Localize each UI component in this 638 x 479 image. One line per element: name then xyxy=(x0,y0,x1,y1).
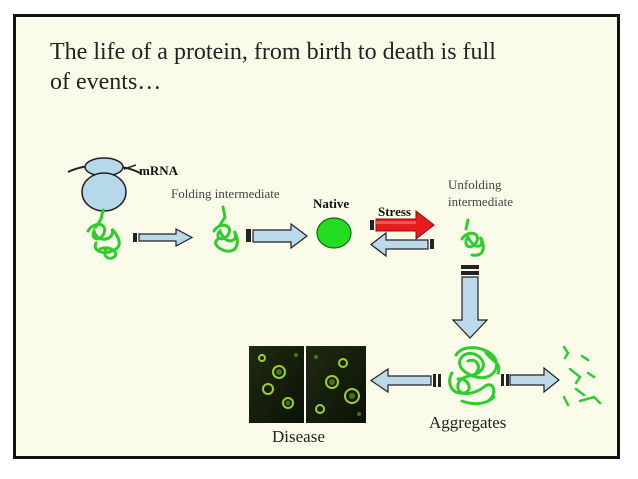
arrow-to-aggregates xyxy=(451,265,489,339)
arrow-to-fragments xyxy=(501,366,560,394)
mrna-label: mRNA xyxy=(139,163,178,178)
aggregates-icon xyxy=(448,346,501,406)
slide-frame: The life of a protein, from birth to dea… xyxy=(13,14,620,459)
disease-label: Disease xyxy=(272,427,325,446)
slide-title-line-2: of events… xyxy=(50,69,162,95)
arrow-to-folding-intermediate xyxy=(133,228,194,247)
native-protein-icon xyxy=(316,217,352,249)
folding-intermediate-label: Folding intermediate xyxy=(171,186,280,201)
aggregates-label: Aggregates xyxy=(429,413,507,432)
stress-label: Stress xyxy=(378,204,411,219)
nascent-protein-icon xyxy=(86,208,121,260)
folding-intermediate-protein-icon xyxy=(212,205,239,253)
native-label: Native xyxy=(313,196,350,211)
arrow-to-disease xyxy=(369,367,441,394)
protein-lifecycle-diagram xyxy=(67,157,602,423)
unfolding-intermediate-protein-icon xyxy=(460,218,485,257)
unfolding-intermediate-label-line-1: Unfolding xyxy=(448,177,502,192)
dispersed-fragments-icon xyxy=(562,345,602,407)
stress-arrow xyxy=(370,209,435,241)
unfolding-intermediate-label-line-2: intermediate xyxy=(448,194,513,209)
refolding-arrow xyxy=(370,231,434,258)
slide-title-line-1: The life of a protein, from birth to dea… xyxy=(50,39,496,65)
disease-microscopy-image xyxy=(249,346,366,423)
ribosome-icon xyxy=(67,157,141,212)
arrow-to-native xyxy=(246,222,308,250)
